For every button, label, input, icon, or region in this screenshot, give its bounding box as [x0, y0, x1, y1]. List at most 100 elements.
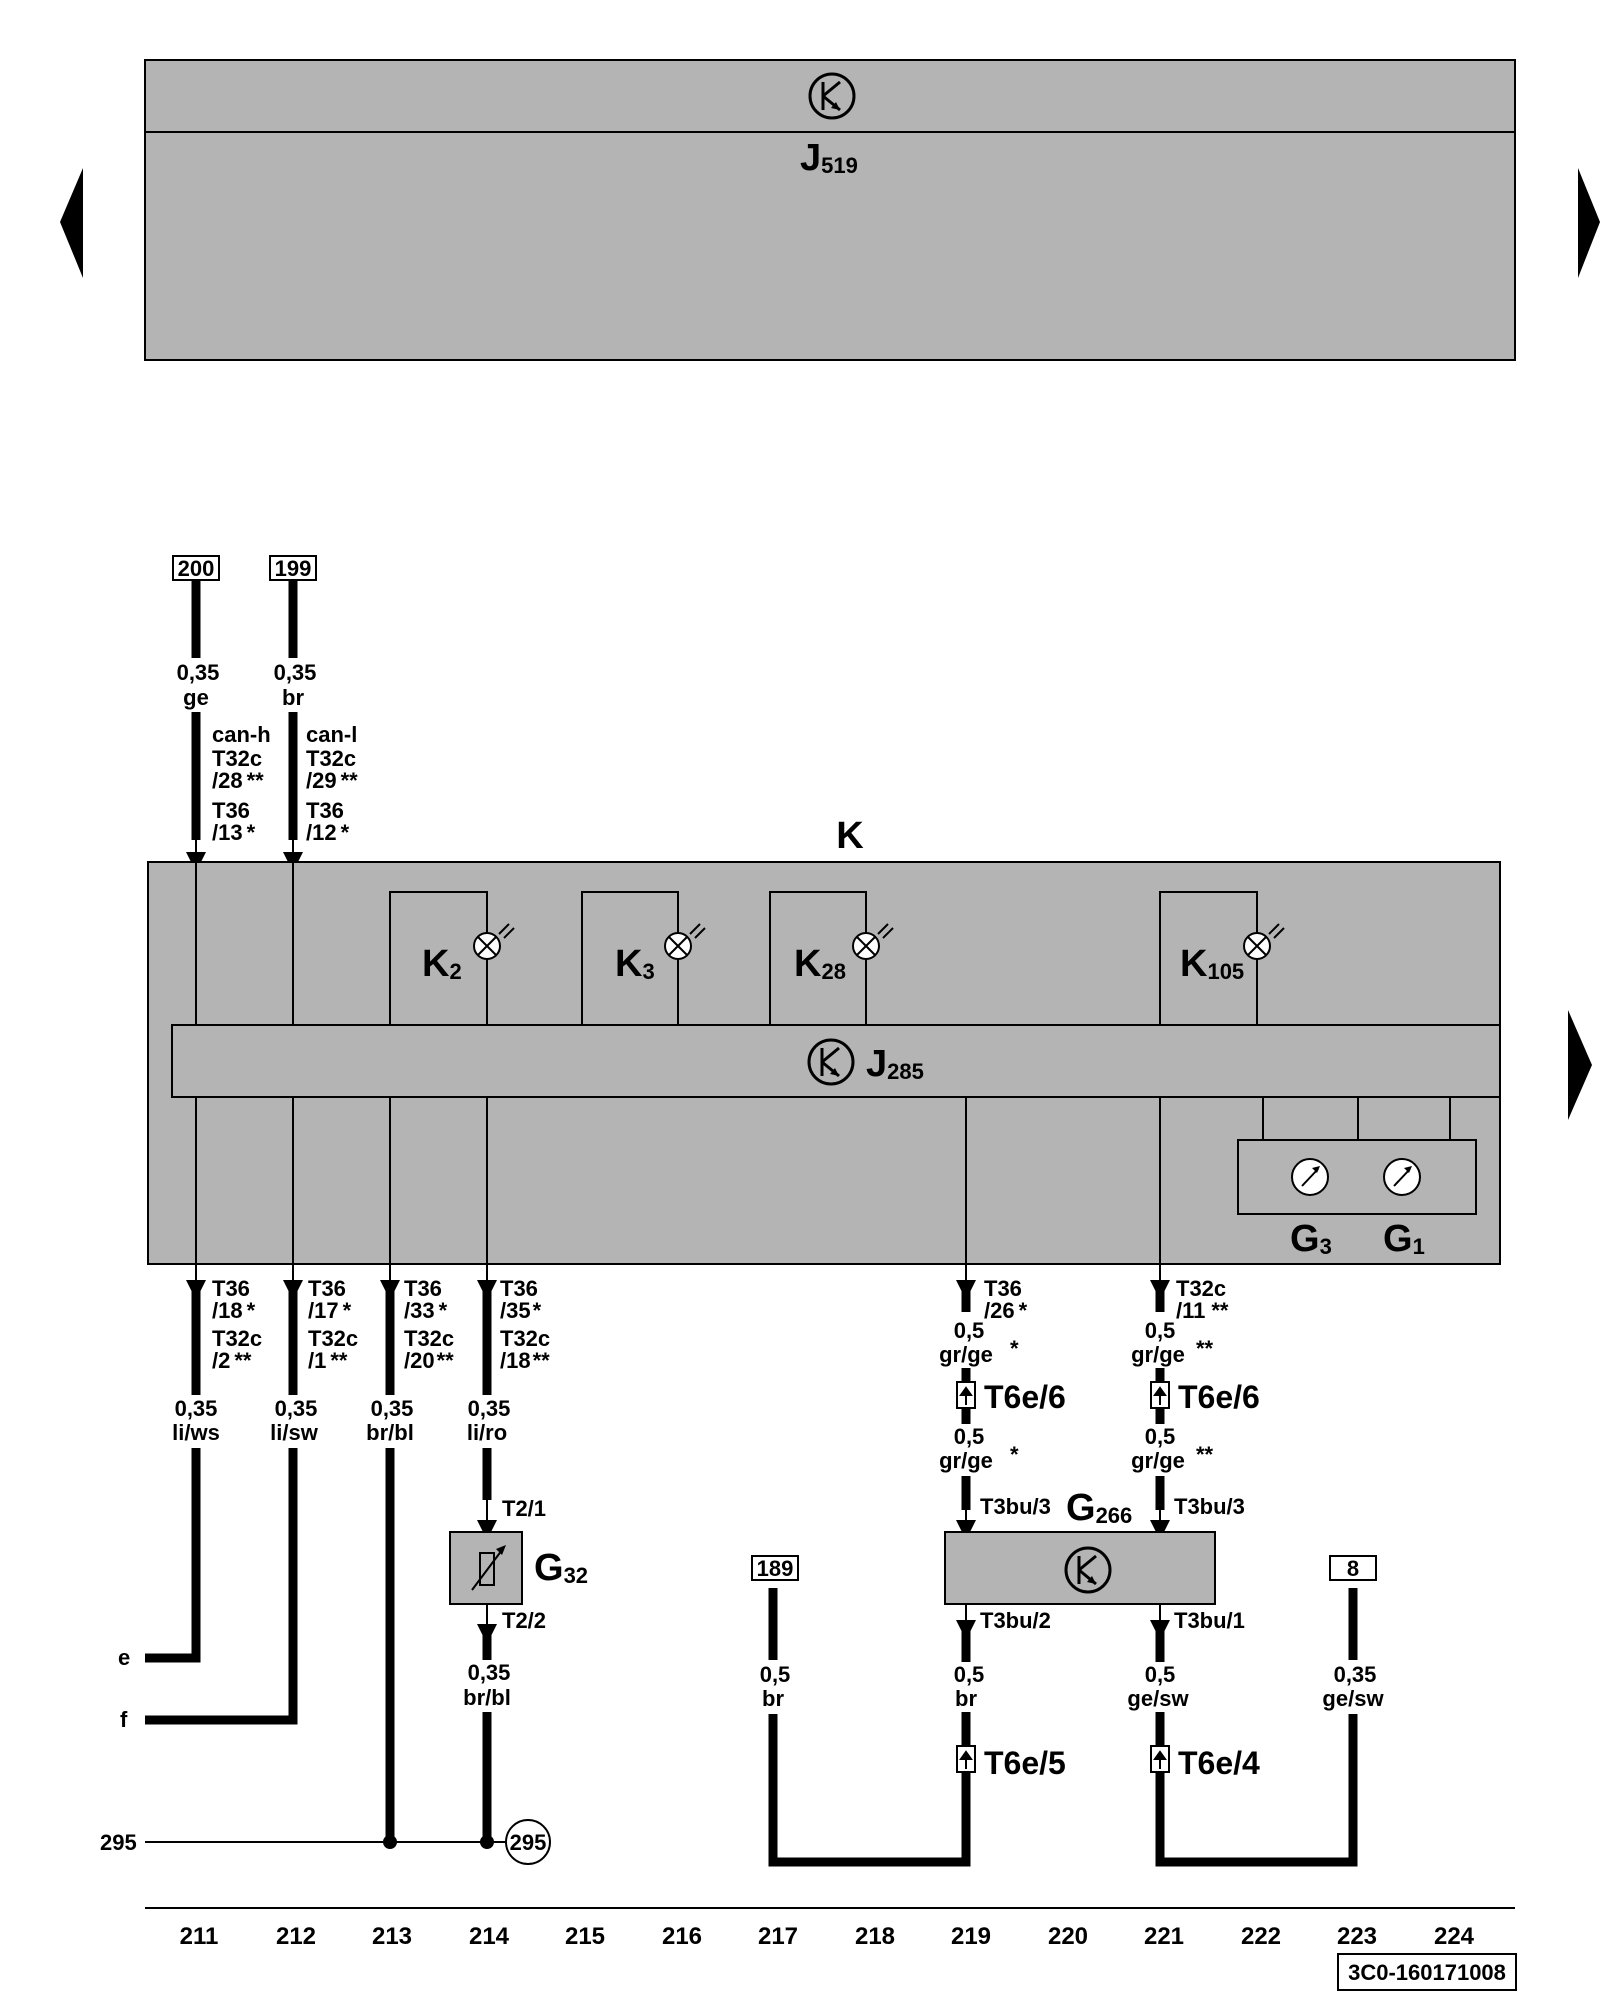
j519-label: J519 — [800, 137, 858, 179]
svg-text:gr/ge: gr/ge — [1131, 1448, 1185, 1473]
svg-text:T6e/5: T6e/5 — [984, 1745, 1066, 1781]
svg-text:T6e/6: T6e/6 — [1178, 1379, 1260, 1415]
svg-text:214: 214 — [469, 1923, 510, 1950]
w8-size: 0,35 — [1334, 1662, 1377, 1687]
svg-text:217: 217 — [758, 1923, 798, 1950]
connector-icon — [1150, 1381, 1170, 1409]
svg-text:T3bu/3: T3bu/3 — [980, 1494, 1051, 1519]
svg-text:0,35: 0,35 — [468, 1660, 511, 1685]
cluster-label: K — [836, 815, 864, 857]
document-id: 3C0-160171008 — [1337, 1953, 1517, 1991]
gauge-icon — [1291, 1158, 1329, 1196]
sensor-g266: T3bu/3 T3bu/3 G266 T3bu/2 T3bu/1 — [944, 1487, 1245, 1640]
svg-text:T36: T36 — [212, 1276, 250, 1301]
svg-text:/13*: /13* — [212, 820, 256, 845]
out-211-labels: T36 /18* T32c /2** 0,35 li/ws — [172, 1276, 262, 1445]
svg-text:*: * — [1010, 1442, 1019, 1467]
lamp-k105: K105 — [1159, 891, 1285, 1025]
side-label-e: e — [118, 1645, 130, 1670]
w8-color: ge/sw — [1322, 1686, 1384, 1711]
svg-text:li/ws: li/ws — [172, 1420, 220, 1445]
svg-text:T3bu/2: T3bu/2 — [980, 1608, 1051, 1633]
lamp-k28: K28 — [769, 891, 894, 1025]
side-label-f: f — [120, 1707, 128, 1732]
svg-text:219: 219 — [951, 1923, 991, 1950]
column-numbers: 211 212 213 214 215 216 217 218 219 220 … — [180, 1923, 1475, 1950]
svg-text:/29**: /29** — [306, 768, 358, 793]
svg-text:T32c: T32c — [306, 746, 356, 771]
svg-text:/18**: /18** — [500, 1348, 550, 1373]
svg-text:/1**: /1** — [308, 1348, 348, 1373]
svg-text:/18*: /18* — [212, 1298, 256, 1323]
svg-text:200: 200 — [178, 556, 215, 581]
wire-199-labels: 0,35 br can-l T32c /29** T36 /12* — [274, 660, 359, 845]
svg-text:T32c: T32c — [1176, 1276, 1226, 1301]
svg-text:8: 8 — [1347, 1556, 1359, 1581]
gauges-g3-g1: G3 G1 — [1237, 1097, 1477, 1260]
gateway-j285: J285 — [171, 1024, 1501, 1098]
ground-295: 295 295 — [100, 1819, 551, 1865]
w189-size: 0,5 — [760, 1662, 791, 1687]
svg-text:0,35: 0,35 — [274, 660, 317, 685]
gauge-icon — [1383, 1158, 1421, 1196]
svg-text:189: 189 — [757, 1556, 794, 1581]
svg-text:**: ** — [1196, 1442, 1214, 1467]
variable-resistor-icon — [471, 1545, 506, 1591]
svg-text:/28**: /28** — [212, 768, 264, 793]
svg-text:T3bu/3: T3bu/3 — [1174, 1494, 1245, 1519]
svg-text:T36: T36 — [306, 798, 344, 823]
svg-text:0,35: 0,35 — [177, 660, 220, 685]
svg-text:211: 211 — [180, 1923, 219, 1950]
svg-text:G32: G32 — [534, 1547, 588, 1589]
svg-text:/11**: /11** — [1176, 1298, 1229, 1323]
svg-text:/35*: /35* — [500, 1298, 542, 1323]
svg-text:/26*: /26* — [984, 1298, 1028, 1323]
nav-left-arrow-icon[interactable] — [60, 168, 83, 278]
lower-219: 0,5 br T6e/5 — [768, 1588, 1066, 1867]
svg-text:/33*: /33* — [404, 1298, 448, 1323]
svg-text:br/bl: br/bl — [366, 1420, 414, 1445]
svg-text:T36: T36 — [984, 1276, 1022, 1301]
nav-right-arrow-icon-2[interactable] — [1568, 1010, 1592, 1120]
svg-text:213: 213 — [372, 1923, 412, 1950]
svg-text:ge: ge — [183, 685, 209, 710]
control-unit-icon — [807, 1038, 855, 1086]
svg-text:gr/ge: gr/ge — [939, 1342, 993, 1367]
lamp-k2: K2 — [389, 891, 515, 1025]
svg-text:199: 199 — [275, 556, 312, 581]
svg-text:0,5: 0,5 — [954, 1662, 985, 1687]
out-219: T36 /26* 0,5 gr/ge * T6e/6 0,5 gr/ge * — [939, 1276, 1066, 1540]
svg-text:223: 223 — [1337, 1923, 1377, 1950]
svg-text:221: 221 — [1144, 1923, 1184, 1950]
svg-text:222: 222 — [1241, 1923, 1281, 1950]
svg-text:li/ro: li/ro — [467, 1420, 507, 1445]
svg-text:T36: T36 — [404, 1276, 442, 1301]
svg-text:0,35: 0,35 — [371, 1396, 414, 1421]
svg-text:/17*: /17* — [308, 1298, 352, 1323]
svg-text:G266: G266 — [1066, 1487, 1132, 1529]
svg-text:0,35: 0,35 — [275, 1396, 318, 1421]
svg-text:can-h: can-h — [212, 722, 271, 747]
svg-text:gr/ge: gr/ge — [939, 1448, 993, 1473]
connector-icon — [956, 1381, 976, 1409]
w189-color: br — [762, 1686, 784, 1711]
svg-text:0,5: 0,5 — [1145, 1318, 1176, 1343]
svg-text:220: 220 — [1048, 1923, 1088, 1950]
nav-right-arrow-icon[interactable] — [1578, 168, 1600, 278]
svg-text:ge/sw: ge/sw — [1127, 1686, 1189, 1711]
svg-text:295: 295 — [100, 1830, 137, 1855]
svg-text:0,5: 0,5 — [1145, 1424, 1176, 1449]
lamp-k28-label: K28 — [794, 943, 846, 985]
ref-box-199: 199 — [269, 555, 317, 581]
svg-text:*: * — [1010, 1336, 1019, 1361]
connector-icon — [956, 1745, 976, 1773]
svg-text:/12*: /12* — [306, 820, 350, 845]
svg-text:T3bu/1: T3bu/1 — [1174, 1608, 1245, 1633]
j519-module: J519 — [144, 59, 1516, 361]
svg-text:0,5: 0,5 — [954, 1318, 985, 1343]
control-unit-icon — [1064, 1546, 1112, 1594]
svg-text:0,35: 0,35 — [175, 1396, 218, 1421]
svg-text:T6e/6: T6e/6 — [984, 1379, 1066, 1415]
svg-text:0,35: 0,35 — [468, 1396, 511, 1421]
svg-text:T2/1: T2/1 — [502, 1496, 546, 1521]
